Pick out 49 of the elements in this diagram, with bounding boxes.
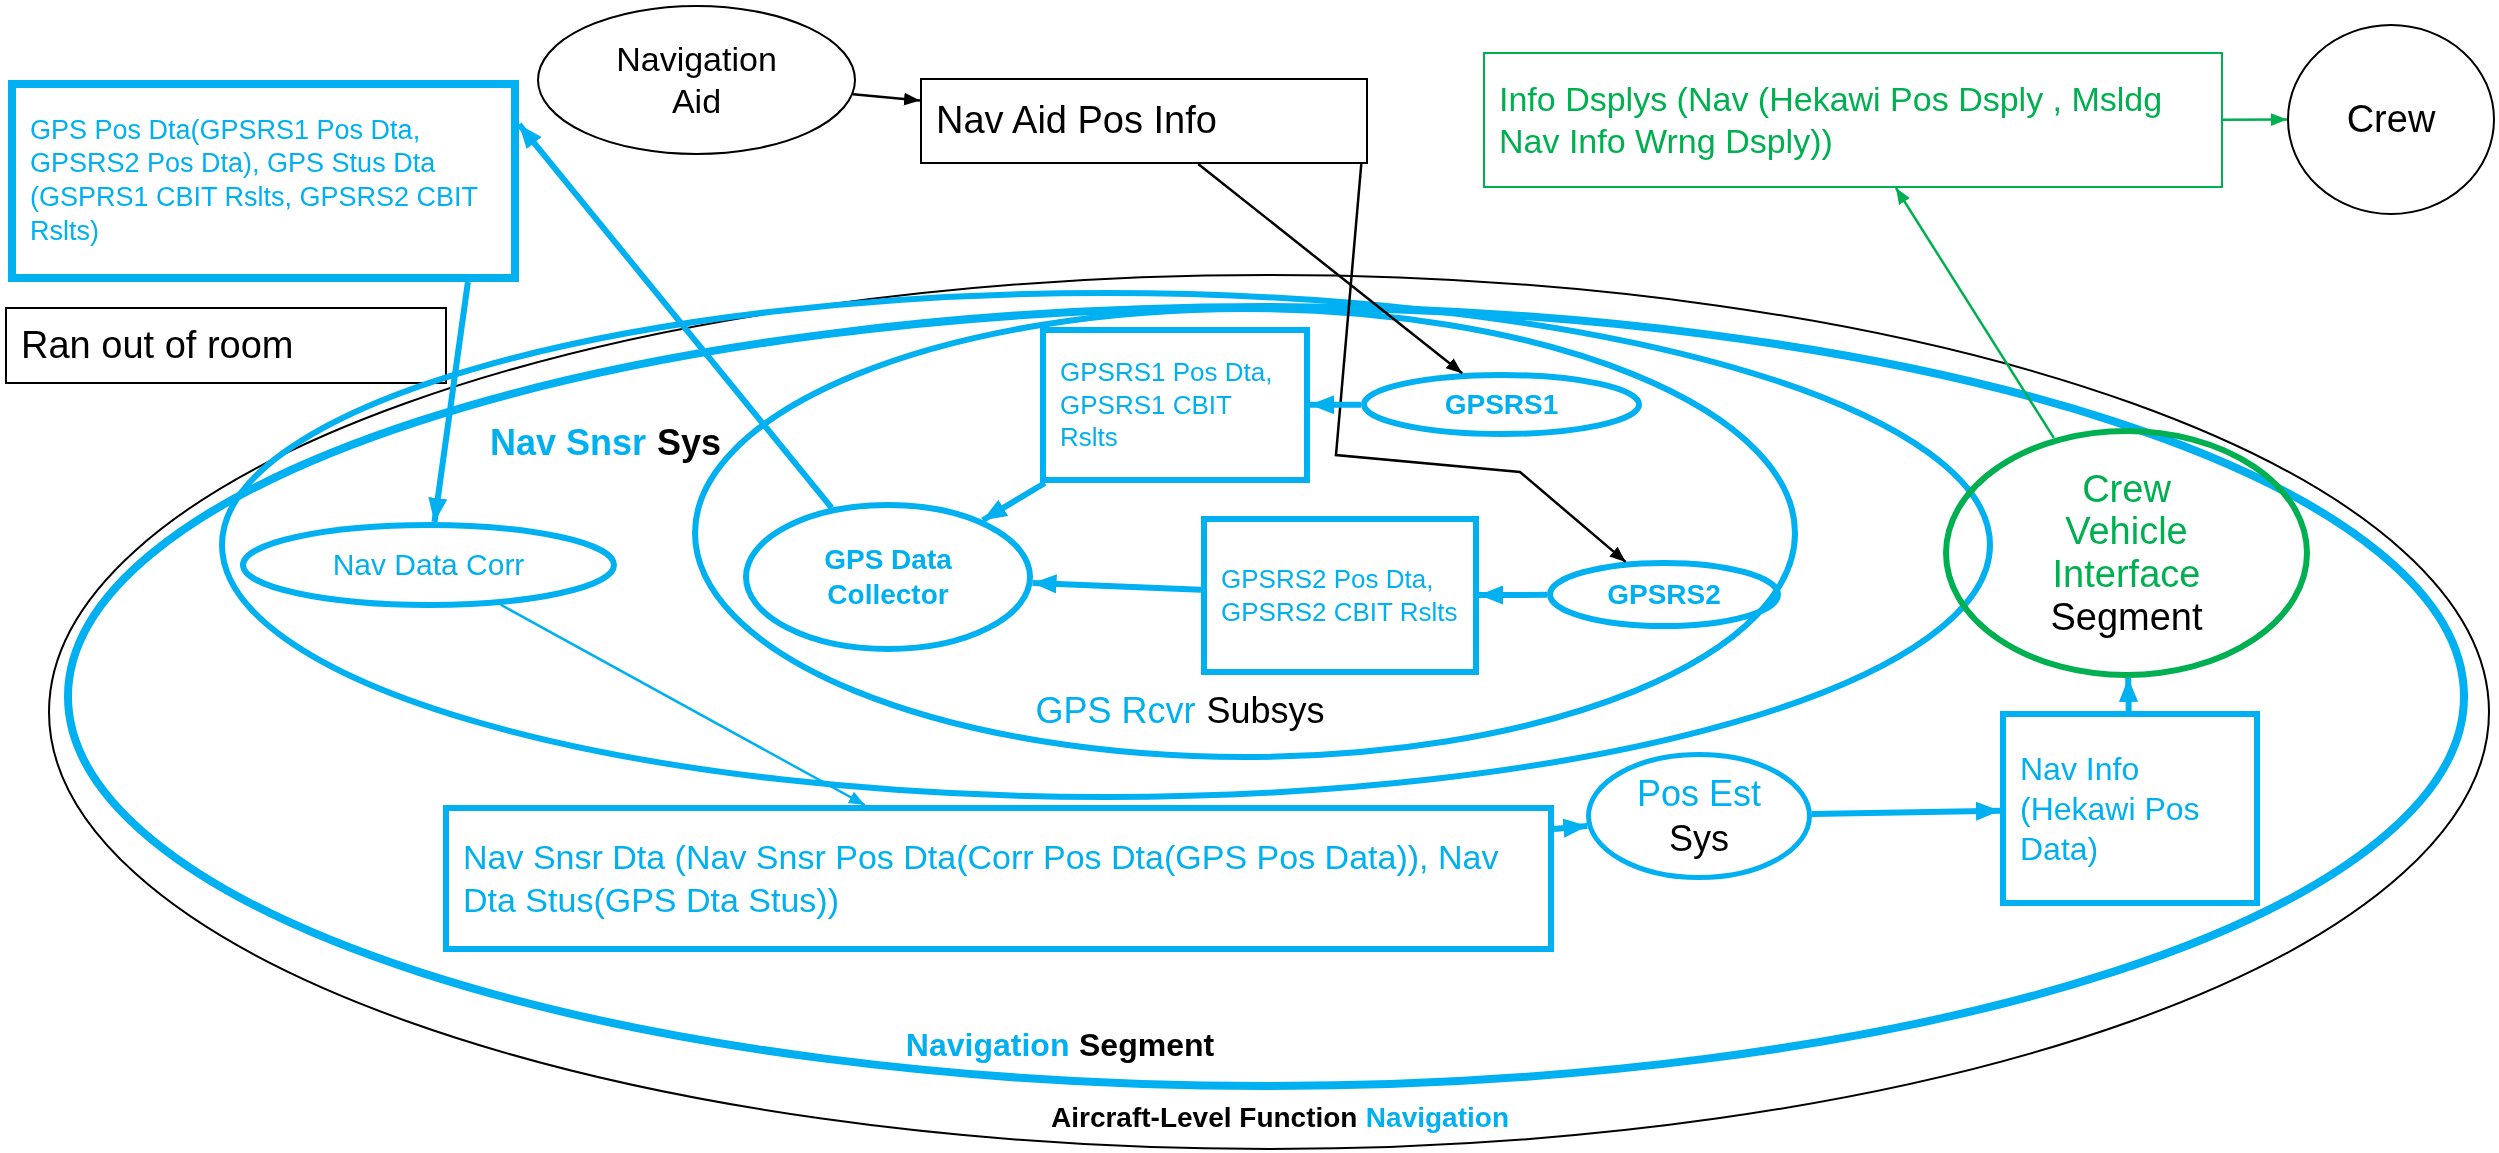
data-box xyxy=(443,805,1554,952)
node-text: Crew xyxy=(2346,96,2436,142)
arrow xyxy=(1334,163,1627,563)
note-box xyxy=(5,307,447,384)
node-text: Crew Vehicle Interface xyxy=(2051,467,2202,596)
data-box xyxy=(1040,327,1310,483)
arrow xyxy=(1032,574,1202,594)
node-text: GPSRS1 Pos Dta, GPSRS1 CBIT Rslts xyxy=(1060,356,1274,454)
arrow xyxy=(2118,677,2139,712)
arrow xyxy=(981,480,1047,523)
node-text: Nav Snsr Dta (Nav Snsr Pos Dta(Corr Pos Dta(GPS Pos Data)), Nav Dta Stus(GPS Dta Stus)) xyxy=(463,837,1500,921)
node-text: Info Dsplys (Nav (Hekawi Pos Dsply , Msldg Nav Info Wrng Dsply)) xyxy=(1499,78,2164,162)
data-box xyxy=(2000,711,2260,906)
node-text: Sys xyxy=(656,421,721,465)
node-text: GPSRS1 xyxy=(1444,388,1559,422)
node-text: Navigation Aid xyxy=(615,38,778,122)
node-text: Segment xyxy=(1079,1026,1215,1065)
arrow xyxy=(1479,585,1548,605)
node-text: GPS Data Collector xyxy=(823,543,953,612)
node-text: GPSRS2 xyxy=(1607,578,1721,612)
data-box xyxy=(8,80,519,282)
node-text: GPS Pos Dta(GPSRS1 Pos Dta, GPSRS2 Pos Dta), GPS Stus Dta (GSPRS1 CBIT Rslts, GPSRS2 CBIT Rslts) xyxy=(30,113,479,248)
node-text: Navigation xyxy=(905,1026,1070,1065)
node-text: Sys xyxy=(1669,817,1729,861)
node-text: Pos Est xyxy=(1636,772,1762,816)
node-text: Navigation xyxy=(1365,1101,1509,1135)
node-text: Subsys xyxy=(1206,689,1325,733)
node-text: GPSRS2 Pos Dta, GPSRS2 CBIT Rslts xyxy=(1221,563,1459,628)
arrow xyxy=(1197,163,1463,375)
arrow xyxy=(500,603,866,807)
node-text: Aircraft-Level Function xyxy=(1051,1101,1358,1135)
node-text: Nav Aid Pos Info xyxy=(936,98,1217,144)
arrow xyxy=(852,92,921,106)
node-text: Nav Snsr xyxy=(490,421,647,465)
node-text: Nav Data Corr xyxy=(332,547,525,584)
data-box xyxy=(920,78,1368,164)
arrow xyxy=(1310,395,1361,415)
node-text: Nav Info (Hekawi Pos Data) xyxy=(2020,749,2201,869)
arrow xyxy=(428,281,471,523)
arrow xyxy=(1811,801,2001,821)
node-text: Segment xyxy=(2050,595,2203,639)
arrow xyxy=(516,122,834,510)
node-text: GPS Rcvr xyxy=(1035,689,1196,733)
arrow xyxy=(1553,818,1588,838)
arrow xyxy=(2223,113,2287,126)
arrow xyxy=(1894,187,2056,439)
data-box xyxy=(1483,52,2223,188)
data-box xyxy=(1201,516,1479,675)
node-text: Ran out of room xyxy=(21,322,294,368)
